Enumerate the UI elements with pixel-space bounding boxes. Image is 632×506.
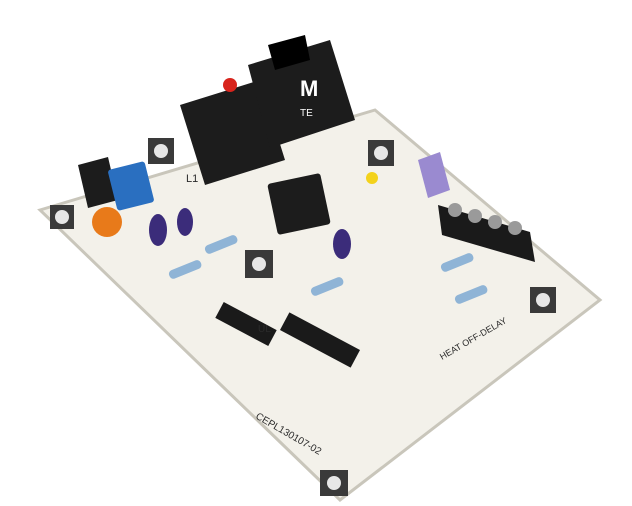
relay-cluster: M TE <box>180 35 355 185</box>
orange-capacitor <box>92 207 122 237</box>
purple-fuse <box>418 152 450 198</box>
resistors <box>168 235 488 304</box>
terminal-block <box>438 203 535 262</box>
yellow-led <box>366 172 378 184</box>
relay-letter: M <box>300 76 318 101</box>
ul-mark: UL <box>258 324 271 335</box>
mounting-holes <box>50 138 556 496</box>
black-connector <box>78 157 118 208</box>
red-led <box>223 78 237 92</box>
blue-relay <box>108 161 154 211</box>
electrolytic-capacitors <box>149 208 351 259</box>
ic-chip-main <box>279 312 361 368</box>
small-relay <box>267 173 331 235</box>
relay-brand: TE <box>300 108 313 119</box>
ic-chip-left <box>215 301 277 347</box>
corner-label: L1 <box>186 173 198 185</box>
